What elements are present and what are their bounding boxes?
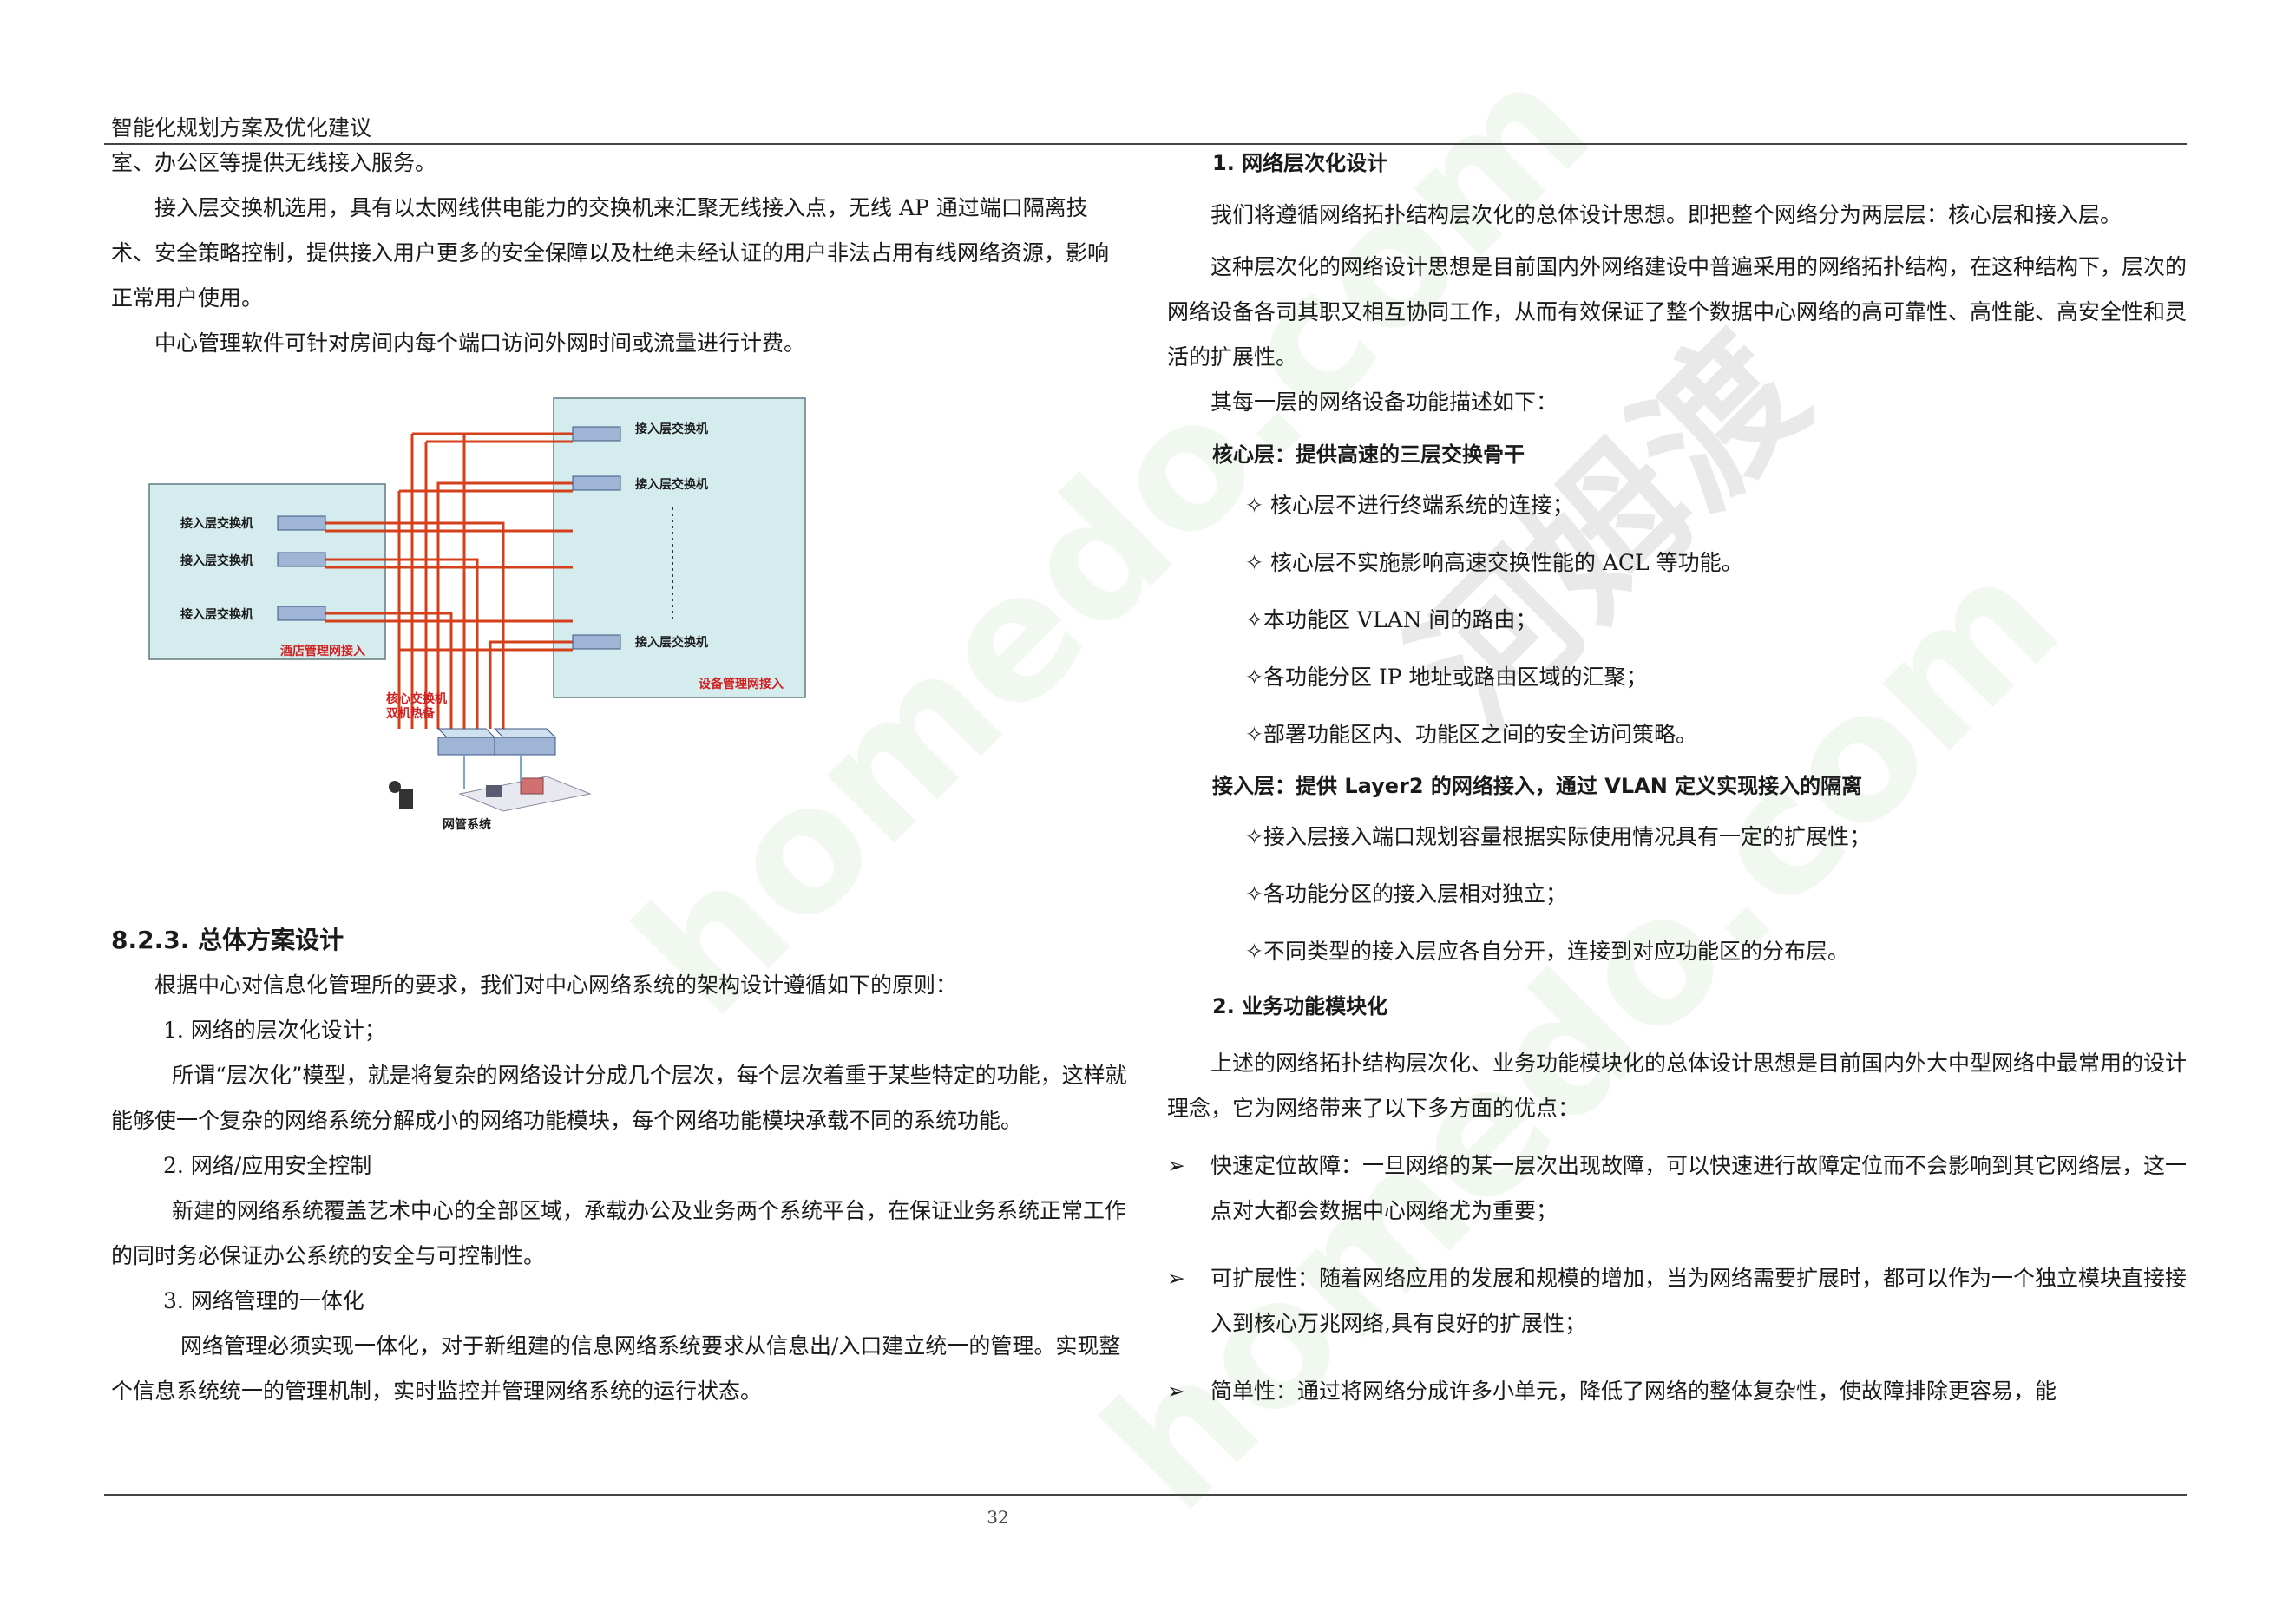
principle-item: 2. 网络/应用安全控制	[163, 1153, 372, 1178]
access-switch-icon	[277, 515, 326, 621]
network-topology-diagram: 接入层交换机 接入层交换机 接入层交换机 接入层交换机 接入层交换机 接入层交换…	[148, 397, 806, 832]
benefit-text: 可扩展性：随着网络应用的发展和规模的增加，当为网络需要扩展时，都可以作为一个独立…	[1210, 1266, 2188, 1336]
area-label: 酒店管理网接入	[280, 644, 365, 658]
core-switch-label: 核心交换机	[386, 691, 447, 706]
footer-rule	[104, 1494, 2187, 1496]
section-heading: 8.2.3. 总体方案设计	[111, 926, 344, 954]
device-network-area	[553, 397, 806, 698]
management-system-icon	[389, 755, 592, 812]
benefit-item: ➢ 快速定位故障：一旦网络的某一层次出现故障，可以快速进行故障定位而不会影响到其…	[1167, 1143, 2189, 1234]
core-switch-icon	[436, 728, 557, 756]
core-switch-label: 双机热备	[386, 706, 436, 721]
paragraph: 其每一层的网络设备功能描述如下：	[1210, 390, 1558, 415]
network-links	[325, 432, 573, 729]
list-item: ✧ 核心层不实施影响高速交换性能的 ACL 等功能。	[1245, 550, 1743, 575]
arrow-bullet-icon: ➢	[1167, 1153, 1185, 1178]
benefit-text: 简单性：通过将网络分成许多小单元，降低了网络的整体复杂性，使故障排除更容易，能	[1210, 1378, 2057, 1404]
left-column-bottom: 8.2.3. 总体方案设计 根据中心对信息化管理所的要求，我们对中心网络系统的架…	[111, 909, 1128, 1414]
paragraph: 根据中心对信息化管理所的要求，我们对中心网络系统的架构设计遵循如下的原则：	[154, 972, 958, 998]
right-column: 1. 网络层次化设计 我们将遵循网络拓扑结构层次化的总体设计思想。即把整个网络分…	[1167, 141, 2189, 1414]
core-layer-title: 核心层：提供高速的三层交换骨干	[1212, 442, 1525, 467]
list-item: ✧不同类型的接入层应各自分开，连接到对应功能区的分布层。	[1245, 939, 1849, 964]
list-item: ✧接入层接入端口规划容量根据实际使用情况具有一定的扩展性；	[1245, 824, 1871, 849]
paragraph: 新建的网络系统覆盖艺术中心的全部区域，承载办公及业务两个系统平台，在保证业务系统…	[111, 1198, 1127, 1268]
list-item: ✧各功能分区的接入层相对独立；	[1245, 881, 1567, 907]
principle-item: 1. 网络的层次化设计；	[163, 1018, 386, 1043]
subsection-heading: 1. 网络层次化设计	[1212, 151, 1388, 175]
mgmt-system-label: 网管系统	[443, 817, 491, 832]
paragraph: 这种层次化的网络设计思想是目前国内外网络建设中普遍采用的网络拓扑结构，在这种结构…	[1167, 254, 2188, 370]
access-switch-icon	[572, 426, 621, 650]
paragraph: 我们将遵循网络拓扑结构层次化的总体设计思想。即把整个网络分为两层层：核心层和接入…	[1210, 202, 2122, 227]
benefit-item: ➢ 简单性：通过将网络分成许多小单元，降低了网络的整体复杂性，使故障排除更容易，…	[1167, 1369, 2189, 1414]
switch-label: 接入层交换机	[180, 553, 253, 568]
paragraph: 室、办公区等提供无线接入服务。	[111, 150, 437, 175]
arrow-bullet-icon: ➢	[1167, 1378, 1185, 1404]
paragraph: 网络管理必须实现一体化，对于新组建的信息网络系统要求从信息出/入口建立统一的管理…	[111, 1333, 1121, 1404]
switch-label: 接入层交换机	[180, 607, 253, 622]
list-item: ✧各功能分区 IP 地址或路由区域的汇聚；	[1245, 665, 1648, 690]
area-label: 设备管理网接入	[699, 677, 784, 691]
page-header-title: 智能化规划方案及优化建议	[111, 115, 372, 141]
list-item: ✧本功能区 VLAN 间的路由；	[1245, 607, 1538, 632]
paragraph: 接入层交换机选用，具有以太网线供电能力的交换机来汇聚无线接入点，无线 AP 通过…	[111, 195, 1110, 311]
paragraph: 所谓“层次化”模型，就是将复杂的网络设计分成几个层次，每个层次着重于某些特定的功…	[111, 1063, 1127, 1133]
core-layer-list: ✧ 核心层不进行终端系统的连接； ✧ 核心层不实施影响高速交换性能的 ACL 等…	[1167, 477, 2189, 763]
principle-item: 3. 网络管理的一体化	[163, 1288, 364, 1313]
subsection-heading: 2. 业务功能模块化	[1212, 994, 1388, 1018]
paragraph: 中心管理软件可针对房间内每个端口访问外网时间或流量进行计费。	[154, 331, 806, 356]
switch-label: 接入层交换机	[635, 422, 708, 436]
list-item: ✧部署功能区内、功能区之间的安全访问策略。	[1245, 722, 1697, 747]
benefit-item: ➢ 可扩展性：随着网络应用的发展和规模的增加，当为网络需要扩展时，都可以作为一个…	[1167, 1256, 2189, 1346]
access-layer-title: 接入层：提供 Layer2 的网络接入，通过 VLAN 定义实现接入的隔离	[1212, 774, 1863, 798]
paragraph: 上述的网络拓扑结构层次化、业务功能模块化的总体设计思想是目前国内外大中型网络中最…	[1167, 1051, 2188, 1121]
switch-label: 接入层交换机	[635, 477, 708, 492]
arrow-bullet-icon: ➢	[1167, 1266, 1185, 1291]
header-rule	[104, 143, 2187, 145]
access-layer-list: ✧接入层接入端口规划容量根据实际使用情况具有一定的扩展性； ✧各功能分区的接入层…	[1167, 809, 2189, 980]
switch-label: 接入层交换机	[635, 635, 708, 650]
switch-label: 接入层交换机	[180, 516, 253, 531]
hotel-network-area	[148, 483, 386, 660]
benefit-text: 快速定位故障：一旦网络的某一层次出现故障，可以快速进行故障定位而不会影响到其它网…	[1210, 1153, 2188, 1223]
page-number: 32	[987, 1507, 1009, 1528]
left-column: 室、办公区等提供无线接入服务。 接入层交换机选用，具有以太网线供电能力的交换机来…	[111, 141, 1128, 366]
list-item: ✧ 核心层不进行终端系统的连接；	[1245, 493, 1574, 518]
